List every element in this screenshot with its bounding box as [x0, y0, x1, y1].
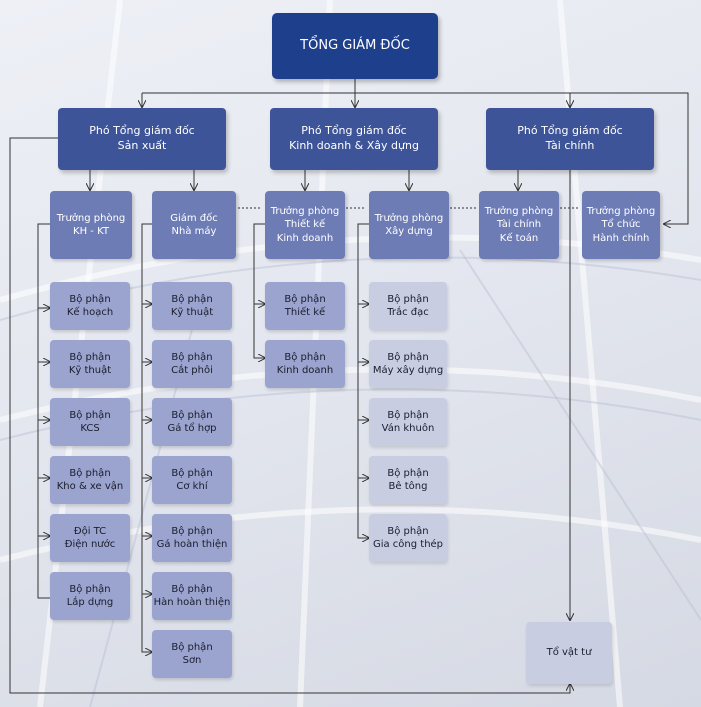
dept-design-2: Bộ phận Kinh doanh: [265, 340, 345, 388]
dept-label: Bộ phận KCS: [69, 409, 111, 435]
manager-construction-box: Trưởng phòng Xây dựng: [369, 191, 449, 259]
dept-design-1: Bộ phận Thiết kế: [265, 282, 345, 330]
vp-production-label: Phó Tổng giám đốc Sản xuất: [89, 124, 195, 152]
dept-label: Bộ phận Kho & xe vận: [56, 467, 124, 493]
manager-factory-label: Giám đốc Nhà máy: [170, 212, 218, 238]
dept-label: Bộ phận Kỹ thuật: [170, 293, 214, 319]
dept-construction-1: Bộ phận Trắc đạc: [369, 282, 447, 330]
dept-factory-3: Bộ phận Gá tổ hợp: [152, 398, 232, 446]
dept-label: Bộ phận Kế hoạch: [66, 293, 114, 319]
dept-label: Bộ phận Kỹ thuật: [68, 351, 112, 377]
dept-factory-7: Bộ phận Sơn: [152, 630, 232, 678]
dept-planning-6: Bộ phận Lắp dựng: [50, 572, 130, 620]
dept-construction-5: Bộ phận Gia công thép: [369, 514, 447, 562]
dept-label: Bộ phận Bê tông: [387, 467, 429, 493]
dept-label: Bộ phận Trắc đạc: [387, 293, 429, 319]
manager-planning-label: Trưởng phòng KH - KT: [56, 212, 126, 238]
ceo-label: TỔNG GIÁM ĐỐC: [300, 38, 410, 54]
dept-construction-3: Bộ phận Ván khuôn: [369, 398, 447, 446]
dept-label: Bộ phận Gia công thép: [372, 525, 444, 551]
dept-planning-3: Bộ phận KCS: [50, 398, 130, 446]
manager-planning-box: Trưởng phòng KH - KT: [50, 191, 132, 259]
supplies-label: Tổ vật tư: [546, 647, 592, 659]
manager-admin-label: Trưởng phòng Tổ chức Hành chính: [586, 205, 656, 244]
dept-planning-5: Đội TC Điện nước: [50, 514, 130, 562]
dept-label: Bộ phận Cắt phôi: [171, 351, 213, 377]
dept-label: Bộ phận Ván khuôn: [381, 409, 435, 435]
dept-factory-6: Bộ phận Hàn hoàn thiện: [152, 572, 232, 620]
dept-factory-2: Bộ phận Cắt phôi: [152, 340, 232, 388]
manager-accounting-label: Trưởng phòng Tài chính Kế toán: [484, 205, 554, 244]
manager-admin-box: Trưởng phòng Tổ chức Hành chính: [582, 191, 660, 259]
dept-planning-1: Bộ phận Kế hoạch: [50, 282, 130, 330]
dept-label: Bộ phận Thiết kế: [284, 293, 326, 319]
ceo-box: TỔNG GIÁM ĐỐC: [272, 13, 438, 79]
dept-label: Bộ phận Gá tổ hợp: [167, 409, 217, 435]
dept-label: Bộ phận Sơn: [171, 641, 213, 667]
vp-business-label: Phó Tổng giám đốc Kinh doanh & Xây dựng: [289, 124, 419, 152]
vp-finance-label: Phó Tổng giám đốc Tài chính: [517, 124, 623, 152]
dept-construction-2: Bộ phận Máy xây dựng: [369, 340, 447, 388]
manager-accounting-box: Trưởng phòng Tài chính Kế toán: [479, 191, 559, 259]
vp-production-box: Phó Tổng giám đốc Sản xuất: [58, 108, 226, 170]
dept-label: Bộ phận Cơ khí: [171, 467, 213, 493]
dept-label: Bộ phận Kinh doanh: [276, 351, 334, 377]
dept-construction-4: Bộ phận Bê tông: [369, 456, 447, 504]
dept-planning-2: Bộ phận Kỹ thuật: [50, 340, 130, 388]
dept-label: Bộ phận Máy xây dựng: [372, 351, 444, 377]
vp-business-box: Phó Tổng giám đốc Kinh doanh & Xây dựng: [270, 108, 438, 170]
manager-design-label: Trưởng phòng Thiết kế Kinh doanh: [270, 205, 340, 244]
dept-factory-4: Bộ phận Cơ khí: [152, 456, 232, 504]
manager-construction-label: Trưởng phòng Xây dựng: [374, 212, 444, 238]
dept-label: Bộ phận Gá hoàn thiện: [156, 525, 228, 551]
dept-label: Đội TC Điện nước: [64, 525, 116, 551]
dept-label: Bộ phận Hàn hoàn thiện: [153, 583, 231, 609]
dept-factory-5: Bộ phận Gá hoàn thiện: [152, 514, 232, 562]
manager-design-box: Trưởng phòng Thiết kế Kinh doanh: [265, 191, 345, 259]
dept-label: Bộ phận Lắp dựng: [66, 583, 114, 609]
manager-factory-box: Giám đốc Nhà máy: [152, 191, 236, 259]
dept-factory-1: Bộ phận Kỹ thuật: [152, 282, 232, 330]
vp-finance-box: Phó Tổng giám đốc Tài chính: [486, 108, 654, 170]
supplies-box: Tổ vật tư: [526, 622, 612, 684]
dept-planning-4: Bộ phận Kho & xe vận: [50, 456, 130, 504]
